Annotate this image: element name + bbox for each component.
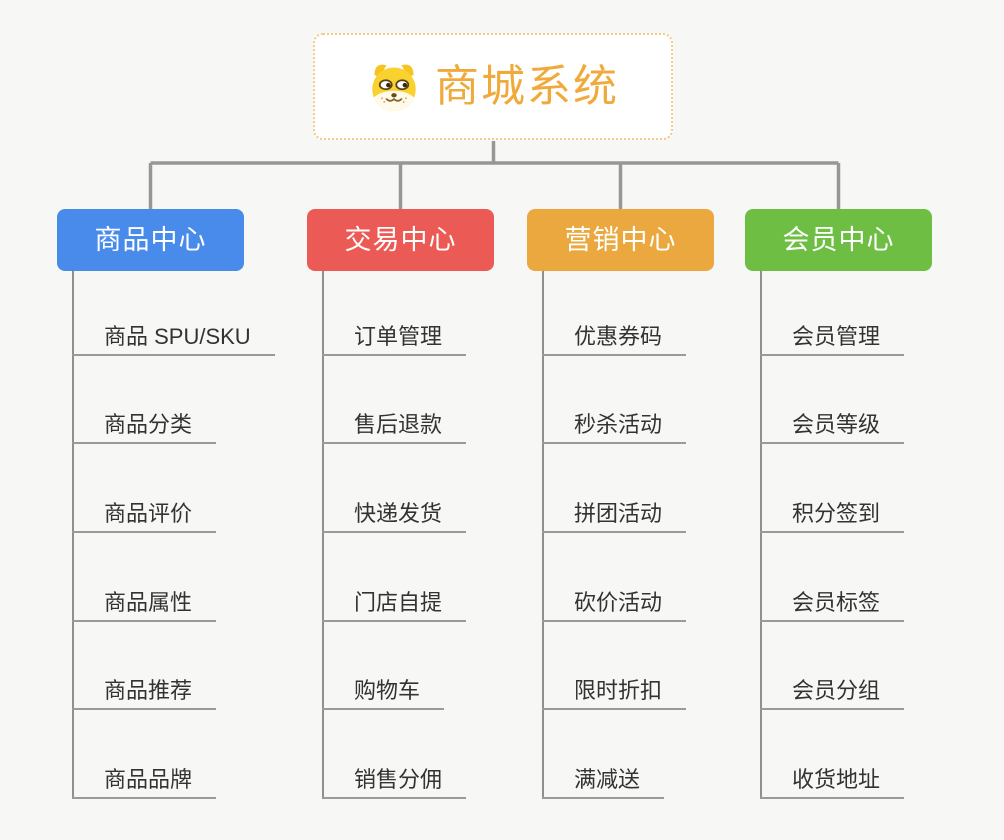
leaf-item[interactable]: 商品分类: [72, 408, 217, 445]
leaf-item[interactable]: 会员等级: [760, 408, 905, 445]
leaf-item[interactable]: 会员标签: [760, 586, 905, 622]
leaf-item[interactable]: 拼团活动: [542, 497, 687, 533]
leaf-item[interactable]: 满减送: [542, 763, 665, 799]
leaf-item[interactable]: 限时折扣: [542, 674, 687, 711]
branch-label: 营销中心: [564, 224, 677, 255]
leaf-item[interactable]: 快递发货: [322, 497, 467, 533]
branch-column-marketing-center: 优惠券码秒杀活动拼团活动砍价活动限时折扣满减送: [542, 271, 687, 799]
leaf-item[interactable]: 商品 SPU/SKU: [72, 320, 275, 356]
leaf-item[interactable]: 购物车: [322, 674, 445, 711]
leaf-item[interactable]: 秒杀活动: [542, 408, 687, 445]
branch-column-trade-center: 订单管理售后退款快递发货门店自提购物车销售分佣: [322, 271, 467, 799]
leaf-item[interactable]: 收货地址: [760, 763, 905, 799]
branch-header-product-center[interactable]: 商品中心: [57, 209, 244, 271]
leaf-item[interactable]: 商品推荐: [72, 674, 217, 711]
leaf-item[interactable]: 积分签到: [760, 497, 905, 533]
leaf-item[interactable]: 订单管理: [322, 320, 467, 356]
branch-column-member-center: 会员管理会员等级积分签到会员标签会员分组收货地址: [760, 271, 905, 799]
branch-label: 商品中心: [94, 224, 207, 255]
root-node[interactable]: 商城系统: [313, 33, 673, 140]
leaf-item[interactable]: 门店自提: [322, 586, 467, 622]
leaf-item[interactable]: 销售分佣: [322, 763, 467, 799]
branch-label: 交易中心: [344, 224, 457, 255]
branch-header-trade-center[interactable]: 交易中心: [307, 209, 494, 271]
branch-label: 会员中心: [782, 224, 895, 255]
doge-face-icon: [372, 64, 416, 111]
leaf-item[interactable]: 砍价活动: [542, 586, 687, 622]
leaf-item[interactable]: 售后退款: [322, 408, 467, 445]
branch-header-marketing-center[interactable]: 营销中心: [527, 209, 714, 271]
leaf-item[interactable]: 会员管理: [760, 320, 905, 356]
leaf-item[interactable]: 商品属性: [72, 586, 217, 622]
leaf-item[interactable]: 会员分组: [760, 674, 905, 711]
branch-column-product-center: 商品 SPU/SKU 商品分类商品评价商品属性商品推荐商品品牌: [72, 271, 275, 799]
branch-header-member-center[interactable]: 会员中心: [745, 209, 932, 271]
leaf-item[interactable]: 优惠券码: [542, 320, 687, 356]
leaf-item[interactable]: 商品品牌: [72, 763, 217, 799]
leaf-item[interactable]: 商品评价: [72, 497, 217, 533]
root-label: 商城系统: [435, 61, 619, 111]
